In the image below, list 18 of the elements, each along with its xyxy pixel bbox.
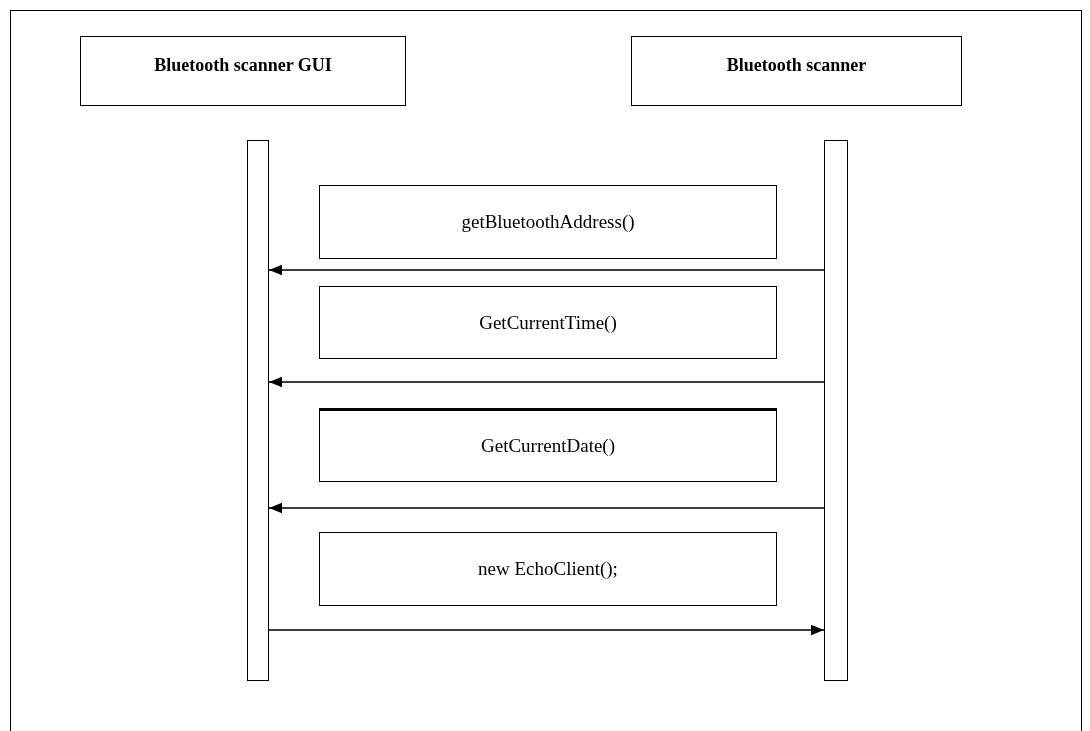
message-arrow (268, 376, 825, 388)
lifeline-header-box (80, 36, 406, 106)
message-arrow (268, 624, 825, 636)
lifeline-title: Bluetooth scanner (726, 55, 867, 76)
message-label: new EchoClient(); (478, 558, 618, 580)
lifeline-title: Bluetooth scanner GUI (154, 55, 332, 76)
message-arrow (268, 502, 825, 514)
message-box (319, 408, 777, 482)
message-box (319, 286, 777, 359)
message-label: GetCurrentDate() (481, 435, 615, 457)
message-arrow (268, 264, 825, 276)
lifeline-header-box (631, 36, 962, 106)
activation-bar (824, 140, 848, 681)
message-label: getBluetoothAddress() (461, 211, 635, 233)
message-label: GetCurrentTime() (479, 311, 617, 334)
message-box (319, 185, 777, 259)
activation-bar (247, 140, 269, 681)
message-box (319, 532, 777, 606)
